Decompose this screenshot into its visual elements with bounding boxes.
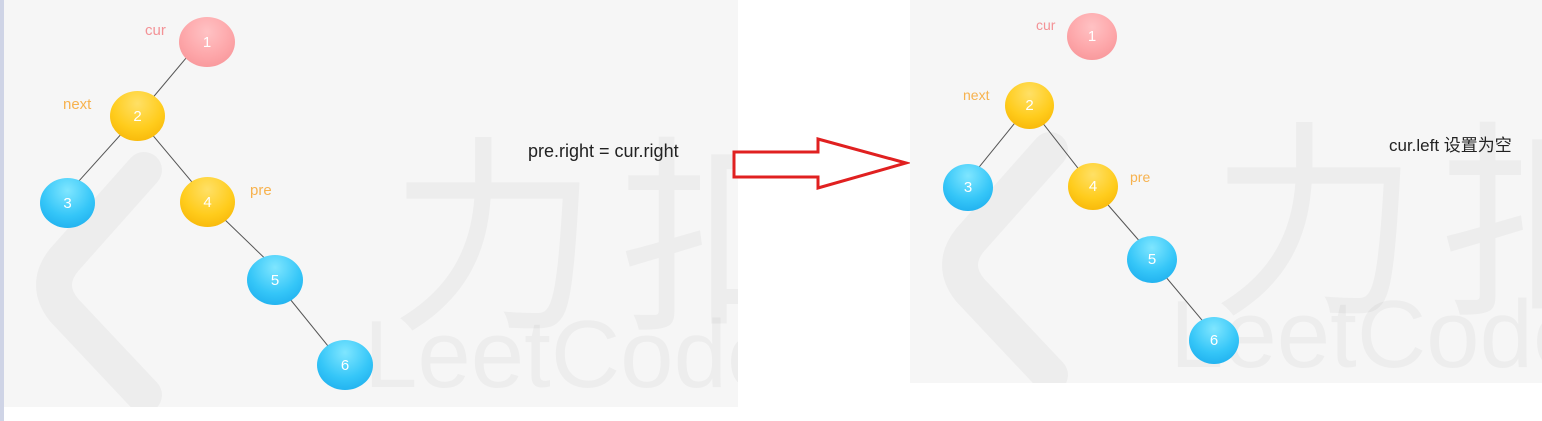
step1-panel: 力扣 LeetCode (4, 0, 738, 407)
node-5: 5 (1127, 236, 1177, 283)
watermark-en: LeetCode (364, 300, 738, 407)
label-next: next (963, 87, 990, 103)
label-next: next (63, 96, 92, 113)
label-cur: cur (145, 22, 166, 39)
node-3: 3 (943, 164, 993, 211)
node-3: 3 (40, 178, 95, 228)
node-2: 2 (1005, 82, 1054, 129)
watermark-cn: 力扣 (389, 70, 738, 374)
label-cur: cur (1036, 17, 1056, 33)
node-6: 6 (1189, 317, 1239, 364)
node-5: 5 (247, 255, 303, 305)
node-1: 1 (179, 17, 235, 67)
node-1: 1 (1067, 13, 1117, 60)
node-4: 4 (180, 177, 235, 227)
node-4: 4 (1068, 163, 1118, 210)
watermark-cn: 力扣 (1210, 55, 1542, 359)
label-pre: pre (1130, 169, 1151, 185)
step2-caption: cur.left 设置为空 (1389, 136, 1512, 155)
node-6: 6 (317, 340, 373, 390)
node-2: 2 (110, 91, 165, 141)
label-pre: pre (250, 182, 272, 199)
step1-caption: pre.right = cur.right (528, 141, 679, 161)
watermark: 力扣 LeetCode (4, 0, 738, 407)
arrow-right-icon (732, 137, 910, 190)
left-border (0, 0, 4, 421)
